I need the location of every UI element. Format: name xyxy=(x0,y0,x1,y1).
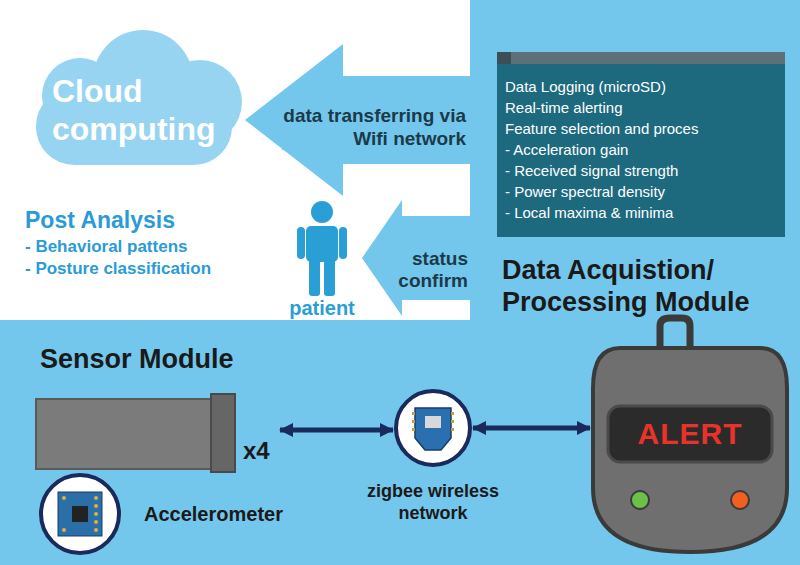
accelerometer-node: Accelerometer xyxy=(38,472,122,556)
module-heading: Sensor Module xyxy=(40,343,280,375)
panel-bar-tab xyxy=(497,52,511,64)
panel-top-bar xyxy=(497,52,785,64)
section-heading: Post Analysis xyxy=(25,206,175,234)
feature-item: - Local maxima & minima xyxy=(505,202,773,223)
alert-device: Data Acquistion/ Processing ModuleALERT xyxy=(590,318,790,555)
feature-item: - Acceleration gain xyxy=(505,139,773,160)
edge-label: status confirm xyxy=(396,248,468,292)
double-arrow xyxy=(473,426,590,431)
patient-label: patient xyxy=(272,296,372,320)
cloud-node: Cloud computing xyxy=(18,28,245,165)
accelerometer-icon xyxy=(38,472,122,556)
sensor-module: Sensor Modulex4 xyxy=(35,393,280,473)
feature-item: - Power spectral density xyxy=(505,181,773,202)
hanger-hook xyxy=(660,318,690,350)
cloud-fill xyxy=(36,30,242,165)
feature-line: Real-time alerting xyxy=(505,97,773,118)
feature-item: - Received signal strength xyxy=(505,160,773,181)
module-heading: Data Acquistion/ Processing Module xyxy=(502,254,794,318)
count-label: x4 xyxy=(243,437,270,465)
xbee-icon xyxy=(393,388,473,468)
cloud-title: Cloud computing xyxy=(52,72,237,148)
block-arrow xyxy=(362,200,497,316)
alert-display-text: ALERT xyxy=(608,406,772,462)
feature-line: Data Logging (microSD) xyxy=(505,76,773,97)
processing-panel: Data Logging (microSD)Real-time alerting… xyxy=(497,52,785,237)
orange-led xyxy=(731,491,749,509)
display xyxy=(608,406,772,462)
zigbee-node: zigbee wireless network xyxy=(393,388,473,468)
accelerometer-label: Accelerometer xyxy=(144,502,283,526)
device-housing xyxy=(593,348,787,552)
double-arrow xyxy=(280,428,393,433)
edge-label: data transferring via Wifi network xyxy=(282,104,466,150)
feature-line: Feature selection and proces xyxy=(505,118,773,139)
list-item: - Posture classification xyxy=(25,258,211,280)
block-arrow xyxy=(245,44,497,196)
zigbee-label: zigbee wireless network xyxy=(355,480,511,524)
green-led xyxy=(631,491,649,509)
patient-node: patient xyxy=(282,200,362,322)
list-item: - Behavioral pattens xyxy=(25,236,188,258)
